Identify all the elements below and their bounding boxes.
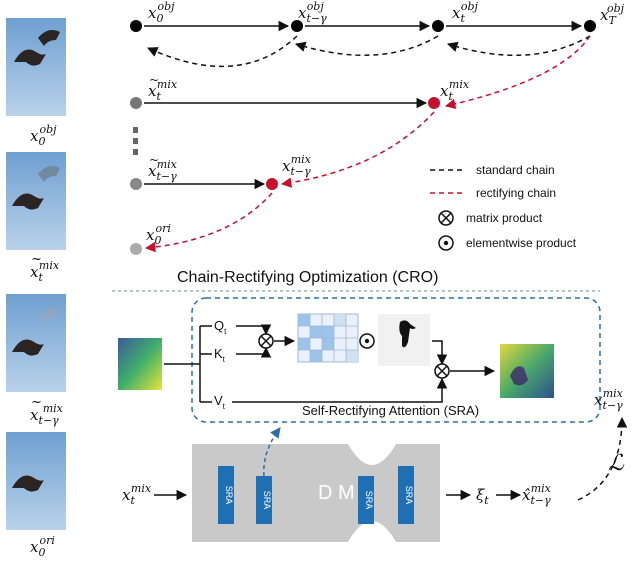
label-x0-ori: x0ori [146,222,171,247]
label-xT-obj: xTobj [600,2,625,27]
vulture-image [14,49,46,66]
tilde-xt-mix: ~ [31,252,42,267]
k-label: Kt [214,346,226,364]
node-xtg-mix-tilde [130,178,142,190]
node-xt-mix-tilde [130,97,142,109]
dm-body [192,444,440,542]
ellipsis-dot [133,127,138,133]
caption-x0-obj: x0obj [30,123,57,148]
label-xtg-obj: xt−γobj [298,0,327,25]
standard-chain-arrow [446,35,591,56]
dm-label: D M [318,482,355,504]
loss-symbol: ℒ [608,451,625,476]
q-label: Qt [214,318,227,336]
legend: standard chain rectifying chain matrix p… [430,163,577,251]
tilde-accent: ~ [149,153,159,167]
rectifying-chain-arrow [280,111,435,188]
input-feature-map [118,338,162,390]
ellipsis-dot [133,138,138,144]
node-xT-obj [584,20,596,32]
tilde-xtg-mix: ~ [31,395,42,410]
image-panel-xtg-mix [6,294,66,392]
rectifying-chain-arrow [144,192,273,253]
image-panel-xt-mix [6,152,66,250]
legend-elementwise-label: elementwise product [466,236,577,250]
caption-xtg-mix: xt−γmix [30,402,64,427]
image-panel-x0-obj [6,18,66,116]
elementwise-product-icon [359,333,375,349]
standard-chain-arrow [294,35,439,56]
rectifying-chain-arrow [444,35,591,110]
standard-chain-arrow [147,35,298,68]
xi-t: ξt [476,486,489,507]
v-label: Vt [214,393,226,411]
matrix-product-icon [258,333,274,349]
node-xtg-mix [266,178,278,190]
legend-rectifying-label: rectifying chain [476,186,556,200]
label-xtg-mix-tilde: xt−γmix [148,158,178,183]
sra-link-arrow [263,427,281,477]
attention-matrix [297,313,359,363]
top-chain [130,20,596,68]
xhat-tg-mix: x̂t−γmix [522,482,552,507]
svg-text:SRA: SRA [224,486,234,505]
ellipsis-dot [133,149,138,155]
mix-chain [130,35,591,255]
elementwise-product-icon [438,235,454,251]
node-xt-obj [432,20,444,32]
sra-block: SRA [398,466,414,524]
matrix-product-icon [434,363,450,379]
cro-title: Chain-Rectifying Optimization (CRO) [177,269,438,286]
output-feature-map [500,344,554,398]
label-xtg-mix: xt−γmix [282,153,312,178]
sra-block: SRA [256,476,272,524]
label-xt-mix: xtmix [440,78,470,103]
caption-x0-ori: x0ori [30,534,55,559]
tilde-accent: ~ [149,73,159,87]
label-xt-obj: xtobj [452,0,479,25]
label-x0-obj: x0obj [148,0,175,25]
legend-matrix-label: matrix product [466,211,543,225]
sra-box [191,297,601,423]
object-mask [378,314,430,366]
node-xtg-obj [291,20,303,32]
node-x0-ori [130,243,142,255]
node-xt-mix [428,97,440,109]
label-xt-mix-tilde: xtmix [148,78,178,103]
loss-arrow [577,416,628,501]
input-xt-mix: xtmix [122,482,152,507]
node-x0-obj [130,20,142,32]
svg-text:SRA: SRA [404,486,414,505]
sra-block: SRA [218,466,234,524]
matrix-product-icon [438,210,454,226]
sra-block: SRA [358,476,374,524]
svg-text:SRA: SRA [262,491,272,510]
caption-xt-mix: xtmix [30,259,60,284]
legend-standard-label: standard chain [476,163,555,177]
sra-title: Self-Rectifying Attention (SRA) [302,403,479,418]
svg-text:SRA: SRA [364,491,374,510]
image-panel-x0-ori [6,432,66,530]
target-xtg-mix: xt−γmix [594,387,624,412]
